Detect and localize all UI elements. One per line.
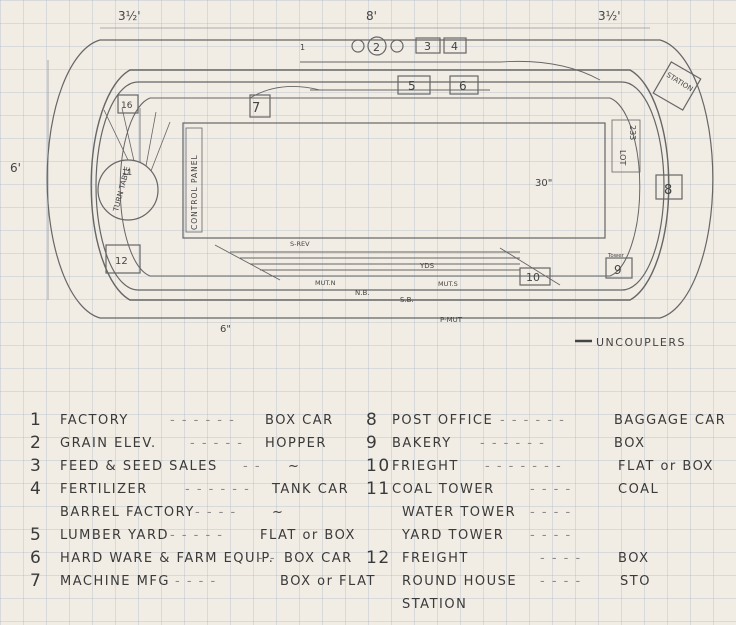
freight-yard-tracks bbox=[214, 244, 561, 286]
block-7-outline bbox=[249, 94, 271, 118]
dim-center-top: 8' bbox=[366, 9, 377, 23]
block-3-outline bbox=[415, 37, 441, 54]
silo-small-2 bbox=[390, 39, 404, 53]
control-panel-box bbox=[185, 127, 203, 233]
p-mut-label: P-MUT bbox=[440, 316, 463, 324]
table-outline bbox=[46, 39, 714, 319]
mut-s-label: MUT.S bbox=[438, 280, 458, 288]
lot-label: LOT bbox=[618, 150, 627, 165]
block-10-outline bbox=[519, 267, 551, 286]
dim-inner: 30" bbox=[535, 178, 552, 189]
dim-left-top: 3½' bbox=[118, 9, 141, 23]
dim-side: 6' bbox=[10, 161, 21, 175]
block-9: 9 bbox=[614, 263, 622, 277]
block-9-outline bbox=[605, 257, 633, 279]
outer-mainline-track bbox=[90, 69, 670, 301]
lot-number: 233 bbox=[628, 125, 637, 140]
block-4: 4 bbox=[451, 40, 458, 53]
yds-label: YDS bbox=[419, 262, 435, 270]
block-11: 11 bbox=[122, 168, 132, 177]
block-6: 6 bbox=[459, 79, 467, 93]
tower-label: Tower bbox=[607, 253, 625, 259]
inner-opening bbox=[182, 122, 606, 239]
station-label: STATION bbox=[665, 71, 694, 93]
block-12: 12 bbox=[115, 256, 128, 267]
lot-outline bbox=[611, 119, 641, 173]
block-1: 1 bbox=[300, 43, 305, 52]
silo-small-1 bbox=[351, 39, 365, 53]
track-plan-diagram: 3½' 8' 3½' 6' 30" 6" CONTROL PANEL TURN … bbox=[10, 9, 714, 349]
block-16: 16 bbox=[121, 101, 133, 111]
block-10: 10 bbox=[526, 271, 540, 284]
inner-mainline-track bbox=[95, 81, 665, 291]
s-rev-label: S-REV bbox=[290, 240, 310, 248]
block-16-outline bbox=[117, 94, 139, 114]
block-8: 8 bbox=[664, 183, 672, 198]
mut-n-label: MUT.N bbox=[315, 279, 336, 287]
block-5: 5 bbox=[408, 79, 416, 93]
sb-label: S.B. bbox=[400, 296, 414, 304]
block-2: 2 bbox=[373, 41, 380, 54]
block-2-silo bbox=[367, 36, 387, 56]
dim-bottom: 6" bbox=[220, 324, 231, 335]
roundhouse-stalls bbox=[103, 107, 171, 172]
industry-spurs bbox=[249, 60, 601, 99]
block-8-outline bbox=[655, 174, 683, 200]
block-5-outline bbox=[397, 75, 431, 95]
block-4-outline bbox=[443, 37, 467, 54]
block-3: 3 bbox=[424, 40, 431, 53]
siding-loop-track bbox=[119, 97, 641, 277]
block-7: 7 bbox=[252, 101, 260, 116]
control-panel-label: CONTROL PANEL bbox=[190, 154, 199, 230]
dim-right-top: 3½' bbox=[598, 9, 621, 23]
block-12-outline bbox=[105, 244, 141, 274]
station-outline bbox=[652, 61, 702, 111]
block-6-outline bbox=[449, 75, 479, 95]
uncouplers-label: UNCOUPLERS bbox=[596, 336, 686, 349]
nb-label: N.B. bbox=[355, 289, 370, 297]
